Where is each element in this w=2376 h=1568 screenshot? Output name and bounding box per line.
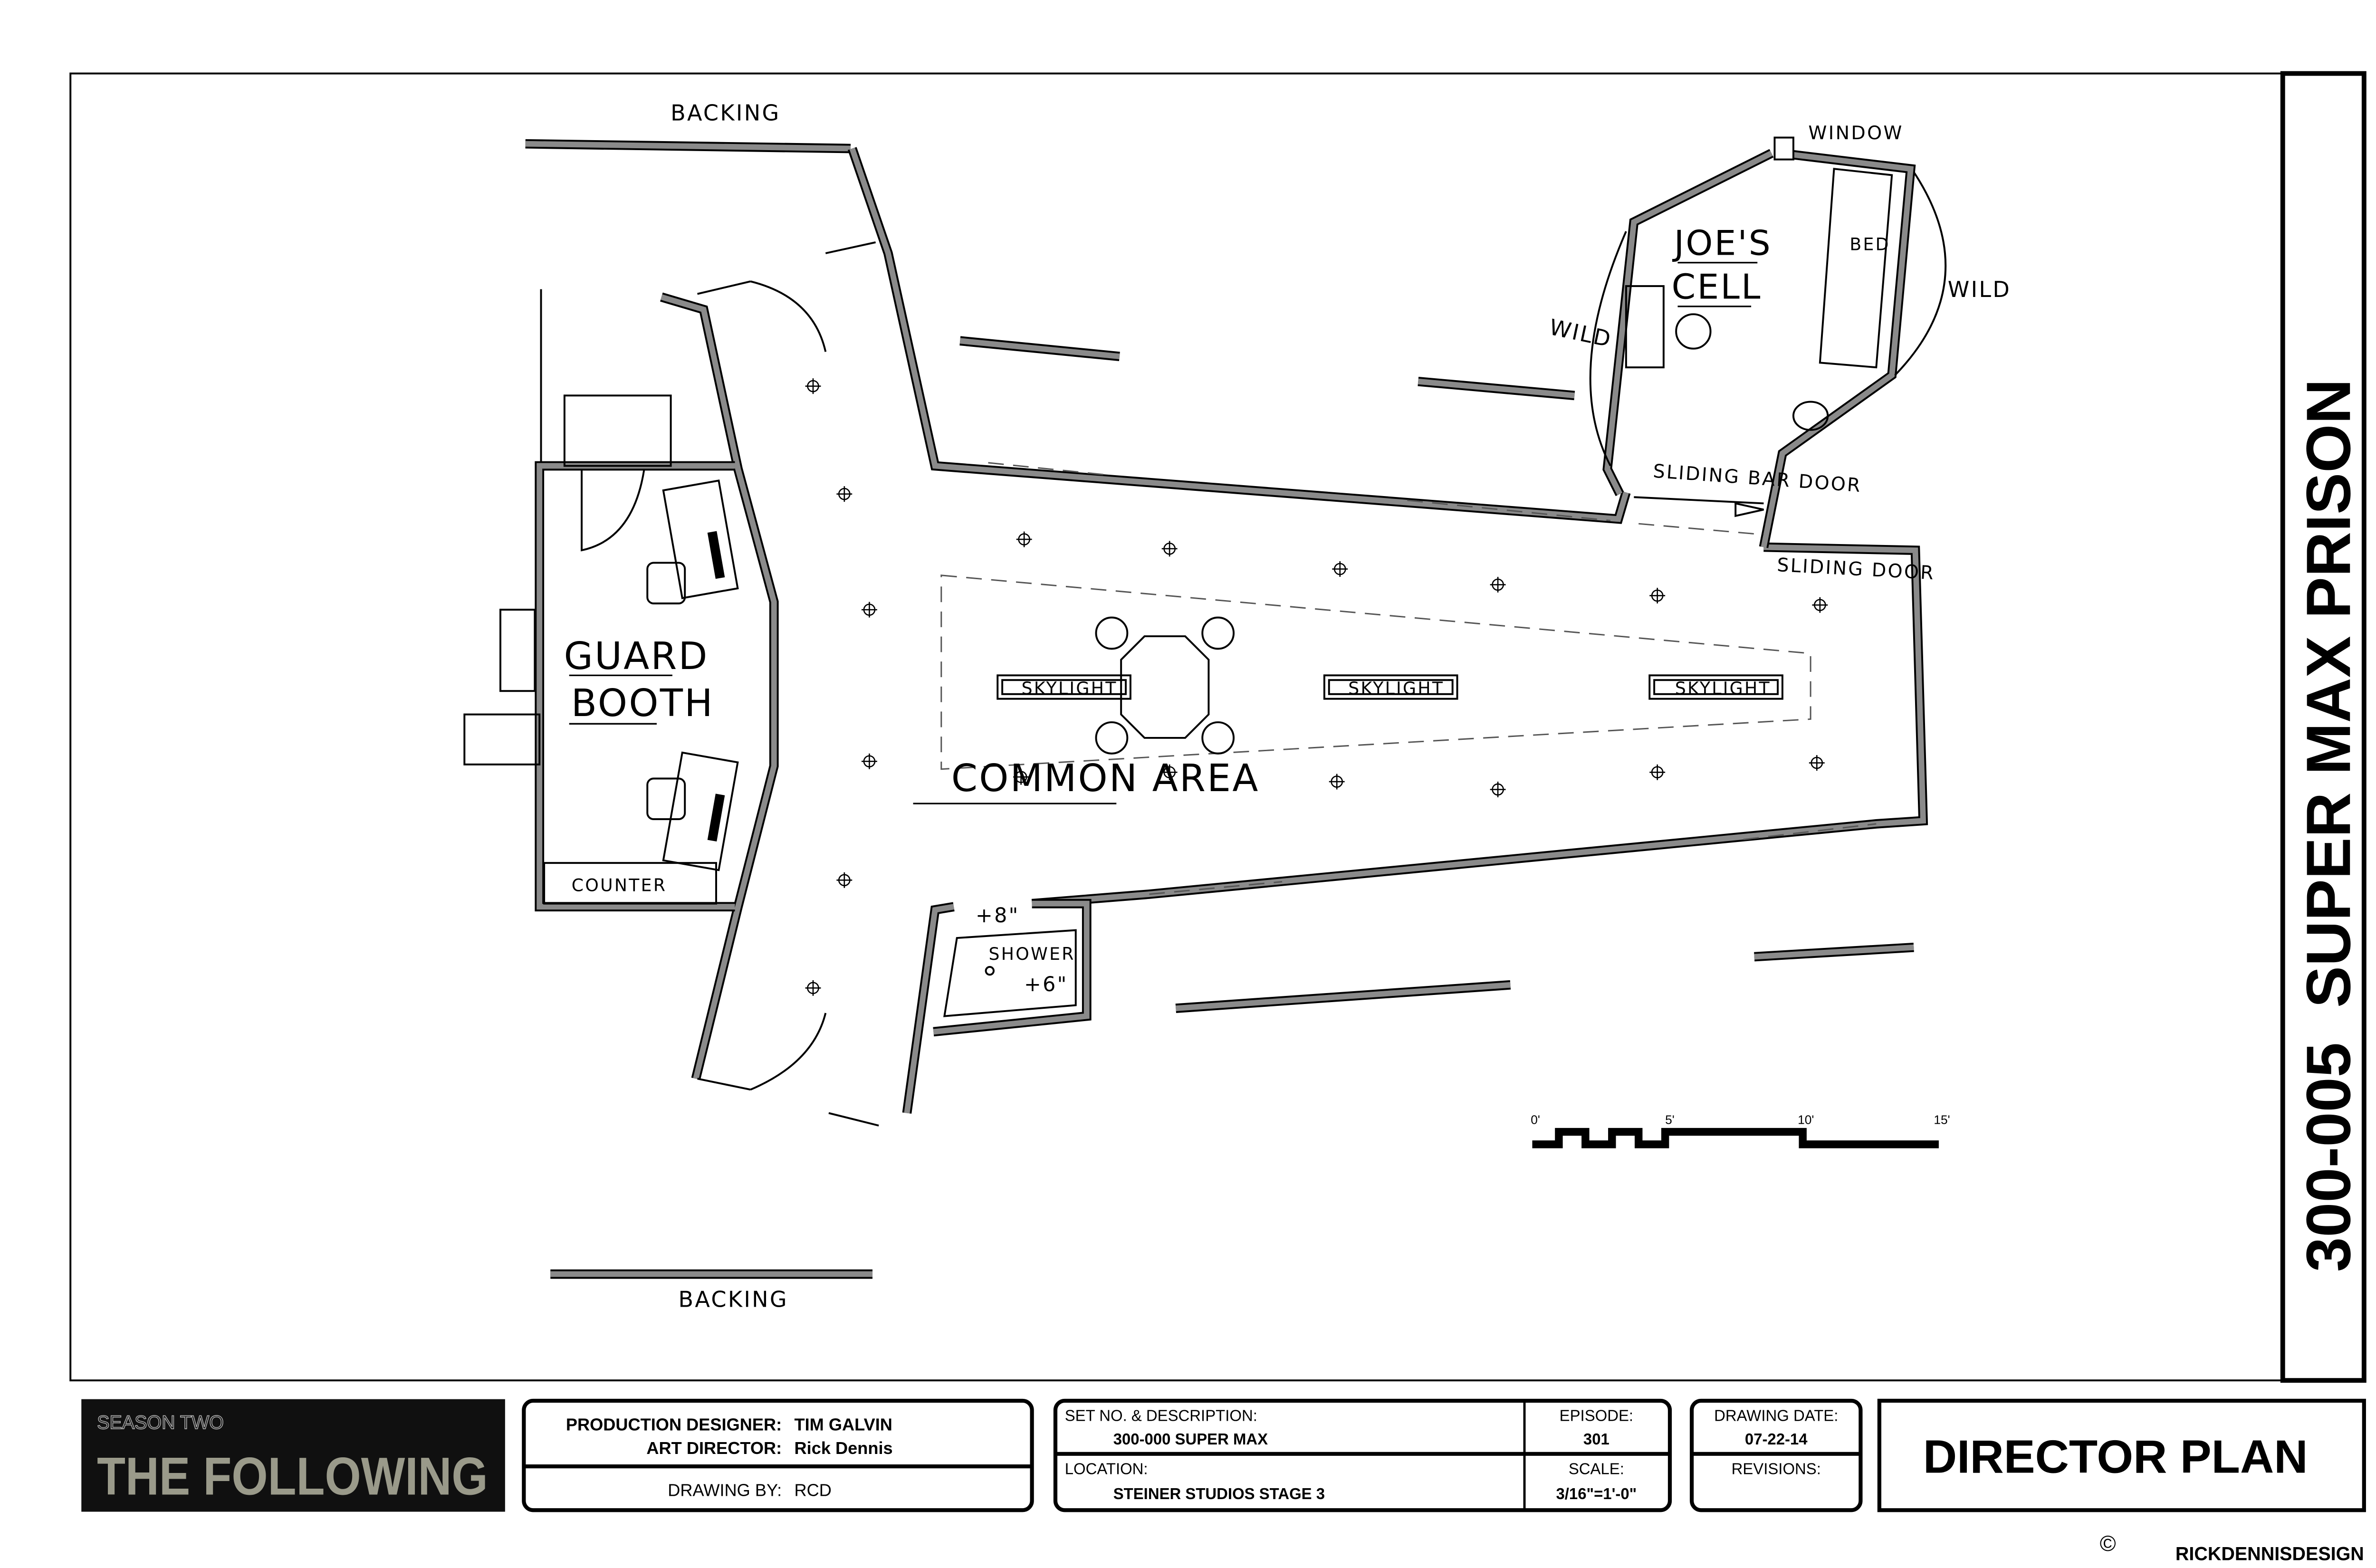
light-marker-icon [1490,577,1506,593]
production-designer-label: PRODUCTION DESIGNER: [566,1415,782,1434]
skylight-1 [996,674,1131,700]
logo: SEASON TWO THE FOLLOWING [81,1399,505,1512]
light-marker-icon [1013,769,1029,785]
light-marker-icon [1812,597,1828,613]
sheet-vertical-title: 300-005 SUPER MAX PRISON [2293,379,2363,1272]
art-director-label: ART DIRECTOR: [646,1438,782,1458]
drawing-by-label: DRAWING BY: [668,1481,782,1500]
light-marker-icon [1016,531,1032,547]
set-info-box: SET NO. & DESCRIPTION: 300-000 SUPER MAX… [1053,1398,1672,1512]
chair [646,777,686,821]
backing-top [525,139,851,153]
label-counter: COUNTER [572,875,667,895]
label-skylight-3: SKYLIGHT [1675,678,1771,698]
light-markers [805,378,1828,996]
light-marker-icon [1490,782,1506,797]
shower [943,929,1077,1017]
revisions-label: REVISIONS: [1732,1460,1821,1478]
location-label: LOCATION: [1065,1460,1148,1478]
label-window: WINDOW [1808,122,1903,144]
episode-label: EPISODE: [1560,1407,1633,1425]
joes-cell [1589,136,1947,548]
set-label: SET NO. & DESCRIPTION: [1065,1407,1257,1425]
logo-season: SEASON TWO [97,1412,224,1433]
scale-tick-15: 15' [1934,1113,1950,1127]
skylight-2 [1323,674,1458,700]
light-marker-icon [1649,764,1666,780]
copyright-symbol: © [2100,1531,2116,1556]
sheet-type-box: DIRECTOR PLAN [1877,1398,2366,1512]
light-marker-icon [1649,588,1666,603]
light-marker-icon [836,872,853,888]
sheet-type: DIRECTOR PLAN [1923,1430,2308,1482]
label-wild-left: WILD [1547,314,1615,353]
date-value: 07-22-14 [1745,1430,1808,1448]
set-value: 300-000 SUPER MAX [1113,1430,1268,1448]
common-area-outline [940,574,1811,770]
label-joes: JOE'S [1672,223,1772,263]
copyright: RICKDENNISDESIGN [2175,1544,2364,1565]
scale-tick-10: 10' [1798,1113,1814,1127]
label-guard: GUARD [564,634,709,678]
drawing-by: RCD [795,1481,832,1500]
credits-box: PRODUCTION DESIGNER: TIM GALVIN ART DIRE… [522,1398,1034,1512]
scale-value: 3/16"=1'-0" [1556,1485,1637,1502]
light-marker-icon [1809,755,1825,771]
plan-labels: BACKING BACKING WINDOW JOE'S CELL BED WI… [564,100,2011,1312]
label-plus8: +8" [976,904,1020,927]
scale-label: SCALE: [1569,1460,1624,1478]
title-strip [2280,71,2366,1383]
sheet-border [69,72,2365,1382]
label-backing-top: BACKING [671,100,780,125]
label-cell: CELL [1672,267,1762,307]
light-marker-icon [1332,561,1348,577]
label-skylight-1: SKYLIGHT [1022,678,1118,698]
light-marker-icon [1329,774,1345,790]
light-marker-icon [862,753,877,769]
table-with-stools [1095,616,1235,755]
light-marker-icon [1161,764,1178,780]
light-marker-icon [836,486,853,502]
light-marker-icon [805,378,821,394]
label-booth: BOOTH [571,681,714,725]
scale-tick-5: 5' [1665,1113,1675,1127]
art-director: Rick Dennis [795,1438,893,1458]
light-marker-icon [1161,541,1178,557]
chair [646,562,686,604]
logo-title: THE FOLLOWING [97,1446,488,1506]
date-label: DRAWING DATE: [1714,1407,1838,1425]
label-shower: SHOWER [989,944,1075,964]
flats-freestanding [540,289,1914,1013]
light-marker-icon [805,980,821,996]
label-backing-bottom: BACKING [679,1287,788,1312]
scale-bar: 0' 5' 10' 15' [1531,1113,1950,1148]
label-skylight-2: SKYLIGHT [1348,678,1444,698]
label-plus6: +6" [1024,973,1068,996]
date-box: DRAWING DATE: 07-22-14 REVISIONS: [1689,1398,1863,1512]
label-bed: BED [1849,234,1890,254]
set-walls [660,147,1928,1127]
scale-tick-0: 0' [1531,1113,1540,1127]
location-value: STEINER STUDIOS STAGE 3 [1113,1485,1325,1502]
light-marker-icon [862,602,877,618]
label-sliding-bar-door: SLIDING BAR DOOR [1652,460,1862,497]
episode-value: 301 [1583,1430,1610,1448]
skylight-3 [1648,674,1783,700]
label-wild-right: WILD [1948,277,2011,302]
label-common-area: COMMON AREA [951,756,1260,800]
production-designer: TIM GALVIN [795,1415,892,1434]
guard-booth [463,394,739,912]
